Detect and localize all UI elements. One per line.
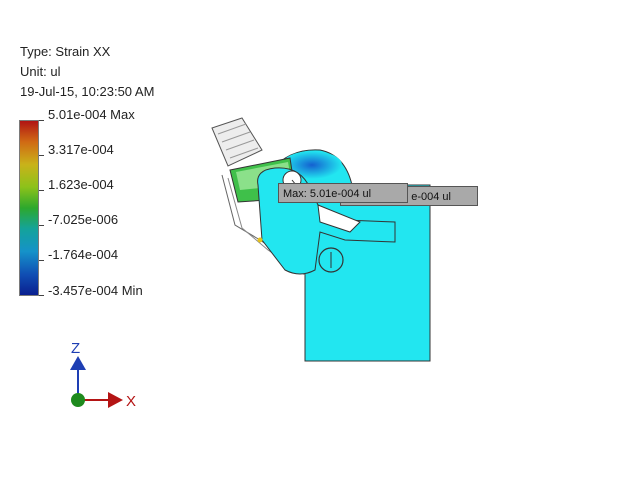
legend-tick xyxy=(39,225,44,226)
z-axis-arrow xyxy=(70,356,86,370)
legend-label-max: 5.01e-004 Max xyxy=(48,107,135,122)
knob[interactable] xyxy=(211,117,263,167)
legend-tick xyxy=(39,155,44,156)
legend-tick xyxy=(39,190,44,191)
legend-tick xyxy=(39,295,44,296)
x-axis-arrow xyxy=(108,392,123,408)
max-probe-text: Max: 5.01e-004 ul xyxy=(283,188,372,200)
result-unit-label: Unit: ul xyxy=(20,64,61,79)
lever-slot xyxy=(317,204,361,233)
legend-label: -1.764e-004 xyxy=(48,247,119,262)
max-probe-label[interactable]: Max: 5.01e-004 ul xyxy=(278,183,408,203)
legend-tick xyxy=(39,260,44,261)
probe-label-back-text: e-004 ul xyxy=(411,191,451,203)
max-location-marker xyxy=(257,237,263,243)
result-timestamp: 19-Jul-15, 10:23:50 AM xyxy=(20,84,155,99)
legend-label: 3.317e-004 xyxy=(48,142,114,157)
legend-label: -7.025e-006 xyxy=(48,212,119,227)
legend-label-min: -3.457e-004 Min xyxy=(48,283,143,298)
z-axis-label: Z xyxy=(71,340,80,357)
axis-triad: Z X xyxy=(70,340,136,410)
legend-label: 1.623e-004 xyxy=(48,177,114,192)
color-legend-bar xyxy=(19,120,39,296)
result-type-label: Type: Strain XX xyxy=(20,44,111,59)
legend-tick xyxy=(39,120,44,121)
x-axis-label: X xyxy=(126,393,136,410)
origin-icon xyxy=(71,393,85,407)
